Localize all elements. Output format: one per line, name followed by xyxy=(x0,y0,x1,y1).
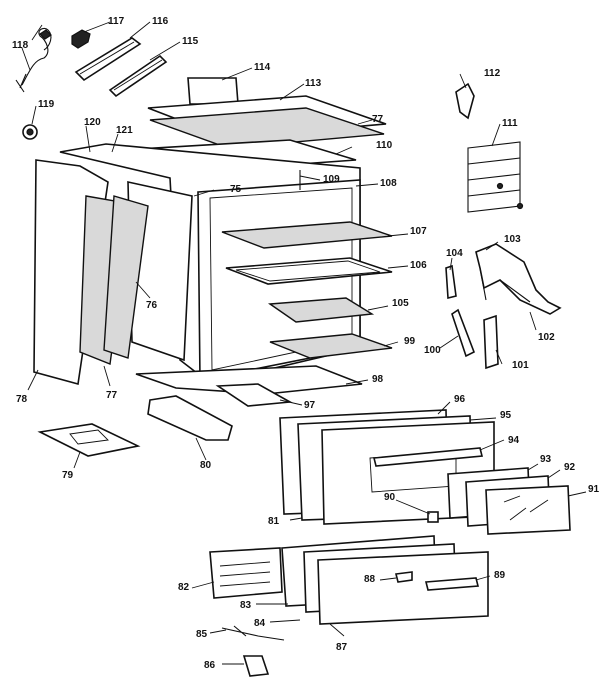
callout-79: 79 xyxy=(62,470,74,481)
bottom-plate-part xyxy=(37,423,141,457)
callout-106: 106 xyxy=(410,260,427,271)
callout-109: 109 xyxy=(323,174,340,185)
drawer-front-panel-part xyxy=(317,551,489,625)
broiler-grid-part xyxy=(267,297,375,323)
callout-112: 112 xyxy=(484,68,501,79)
callout-94: 94 xyxy=(508,435,520,446)
callout-97: 97 xyxy=(304,400,316,411)
leader-lines xyxy=(21,21,587,665)
burner-box-part xyxy=(147,395,233,441)
callout-95: 95 xyxy=(500,410,512,421)
knob-part xyxy=(22,124,38,140)
insulation-batt-inner-part xyxy=(103,195,149,359)
hinge-bracket-plate-part xyxy=(483,314,499,370)
callout-100: 100 xyxy=(424,345,441,356)
towel-rack-part xyxy=(467,141,524,213)
drawer-clip-part xyxy=(242,655,270,677)
callout-110: 110 xyxy=(376,140,393,151)
callout-83: 83 xyxy=(240,600,252,611)
connector-part xyxy=(71,29,91,49)
callout-91: 91 xyxy=(588,484,600,495)
callout-119: 119 xyxy=(38,99,55,110)
trim-piece-part xyxy=(74,37,142,82)
drawer-knob-part xyxy=(395,571,413,583)
broiler-pan-part xyxy=(269,333,393,359)
callout-121: 121 xyxy=(116,125,133,136)
callout-86: 86 xyxy=(204,660,216,671)
callout-78: 78 xyxy=(16,394,28,405)
hinge-link-part xyxy=(451,308,476,358)
callout-120: 120 xyxy=(84,117,101,128)
hinge-pin-part xyxy=(445,264,457,300)
door-handle-part xyxy=(372,447,484,467)
callout-98: 98 xyxy=(372,374,384,385)
callout-88: 88 xyxy=(364,574,376,585)
callout-75: 75 xyxy=(230,184,242,195)
drawer-handle-part xyxy=(424,577,480,591)
callout-105: 105 xyxy=(392,298,409,309)
side-trim-part xyxy=(108,54,168,98)
storage-drawer-part xyxy=(209,547,283,599)
callout-115: 115 xyxy=(182,36,199,47)
callout-102: 102 xyxy=(538,332,555,343)
callout-114: 114 xyxy=(254,62,271,73)
callout-101: 101 xyxy=(512,360,529,371)
callout-77-side: 77 xyxy=(106,390,118,401)
callout-90: 90 xyxy=(384,492,396,503)
callout-117: 117 xyxy=(108,16,125,27)
callout-118: 118 xyxy=(12,40,29,51)
callout-93: 93 xyxy=(540,454,552,465)
callout-92: 92 xyxy=(564,462,576,473)
callout-107: 107 xyxy=(410,226,427,237)
power-cord-part xyxy=(15,27,52,93)
callout-81: 81 xyxy=(268,516,280,527)
callout-99: 99 xyxy=(404,336,416,347)
callout-80: 80 xyxy=(200,460,212,471)
callout-87: 87 xyxy=(336,642,348,653)
callout-labels: 118 117 116 115 114 113 112 119 120 121 … xyxy=(12,16,600,671)
callout-104: 104 xyxy=(446,248,463,259)
door-hinge-mechanism-part xyxy=(475,243,562,315)
callout-82: 82 xyxy=(178,582,190,593)
drip-pan-part xyxy=(225,257,393,285)
outer-glass-part xyxy=(485,485,571,535)
cooktop-gasket-part xyxy=(149,107,385,149)
callout-103: 103 xyxy=(504,234,521,245)
callout-96: 96 xyxy=(454,394,466,405)
callout-77-top: 77 xyxy=(372,114,384,125)
callout-84: 84 xyxy=(254,618,266,629)
callout-113: 113 xyxy=(305,78,322,89)
callout-89: 89 xyxy=(494,570,506,581)
callout-108: 108 xyxy=(380,178,397,189)
drawer-rod-part xyxy=(221,625,285,641)
callout-85: 85 xyxy=(196,629,208,640)
callout-116: 116 xyxy=(152,16,169,27)
bottom-panel-part xyxy=(135,365,363,395)
callout-76: 76 xyxy=(146,300,158,311)
callout-111: 111 xyxy=(502,118,518,129)
door-spacer-part xyxy=(427,511,439,523)
hinge-bracket-part xyxy=(455,82,475,120)
top-handle-part xyxy=(187,77,239,105)
